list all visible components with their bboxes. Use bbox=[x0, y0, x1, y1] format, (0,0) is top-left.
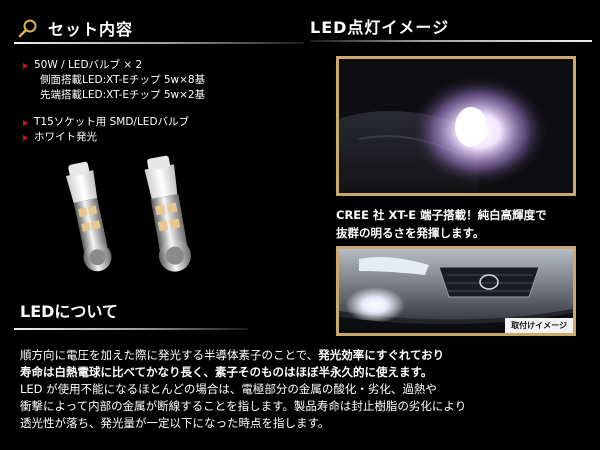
desc-text: 順方向に電圧を加えた際に発光する半導体素子のことで、 bbox=[20, 348, 319, 362]
spec-text: 50W / LEDバルブ × 2 bbox=[34, 59, 143, 71]
magnifier-icon bbox=[18, 19, 37, 38]
spec-text: 先端搭載LED:XT-Eチップ 5w×2基 bbox=[40, 89, 206, 101]
desc-line: LED が使用不能になるほとんどの場合は、電極部分の金属の酸化・劣化、過熱や bbox=[20, 382, 437, 396]
lit-bulb-photo bbox=[336, 56, 576, 196]
desc-emphasis: 寿命は白熱電球に比べてかなり長く、素子そのものはほぼ半永久的に使えます。 bbox=[20, 365, 433, 379]
desc-line: 順方向に電圧を加えた際に発光する半導体素子のことで、発光効率にすぐれており bbox=[20, 347, 596, 364]
set-contents-header: セット内容 bbox=[14, 14, 304, 44]
desc-line: 衝撃によって内部の金属が断線することを指します。製品寿命は封止樹脂の劣化により bbox=[20, 399, 467, 413]
lighting-image-header: LED点灯イメージ bbox=[310, 4, 592, 44]
bullet-icon bbox=[23, 63, 28, 69]
desc-line: 透光性が落ち、発光量が一定以下になった時点を指します。 bbox=[20, 416, 330, 430]
lit-bulb-illustration bbox=[339, 59, 573, 193]
installed-photo: 取付けイメージ bbox=[336, 246, 576, 336]
spec-item: 50W / LEDバルブ × 2 bbox=[22, 58, 322, 73]
cree-caption: CREE 社 XT-E 端子搭載！純白高輝度で 抜群の明るさを発揮します。 bbox=[336, 206, 596, 242]
desc-emphasis: 発光効率にすぐれており bbox=[318, 348, 445, 362]
bullet-icon bbox=[23, 120, 28, 126]
car-front-illustration bbox=[339, 249, 573, 333]
set-contents-title: セット内容 bbox=[48, 20, 134, 39]
about-led-title: LEDについて bbox=[20, 302, 118, 321]
spec-item: 側面搭載LED:XT-Eチップ 5w×8基 bbox=[22, 73, 322, 88]
spec-text: 側面搭載LED:XT-Eチップ 5w×8基 bbox=[40, 74, 206, 86]
caption-line: CREE 社 XT-E 端子搭載！純白高輝度で bbox=[336, 208, 547, 222]
spec-item: T15ソケット用 SMD/LEDバルブ bbox=[22, 115, 322, 130]
caption-line: 抜群の明るさを発揮します。 bbox=[336, 226, 485, 240]
divider bbox=[14, 328, 248, 330]
divider bbox=[310, 40, 592, 42]
spec-list: 50W / LEDバルブ × 2 側面搭載LED:XT-Eチップ 5w×8基 先… bbox=[22, 58, 322, 145]
divider bbox=[14, 42, 304, 44]
spec-item: ホワイト発光 bbox=[22, 130, 322, 145]
spec-text: ホワイト発光 bbox=[34, 131, 97, 143]
led-bulbs-image bbox=[65, 155, 191, 272]
install-image-tag: 取付けイメージ bbox=[505, 318, 573, 333]
lighting-image-title: LED点灯イメージ bbox=[310, 18, 450, 37]
desc-line: 寿命は白熱電球に比べてかなり長く、素子そのものはほぼ半永久的に使えます。 bbox=[20, 364, 596, 381]
spec-item: 先端搭載LED:XT-Eチップ 5w×2基 bbox=[22, 88, 322, 103]
bullet-icon bbox=[23, 135, 28, 141]
spec-text: T15ソケット用 SMD/LEDバルブ bbox=[34, 116, 190, 128]
about-led-description: 順方向に電圧を加えた際に発光する半導体素子のことで、発光効率にすぐれており 寿命… bbox=[20, 347, 596, 432]
